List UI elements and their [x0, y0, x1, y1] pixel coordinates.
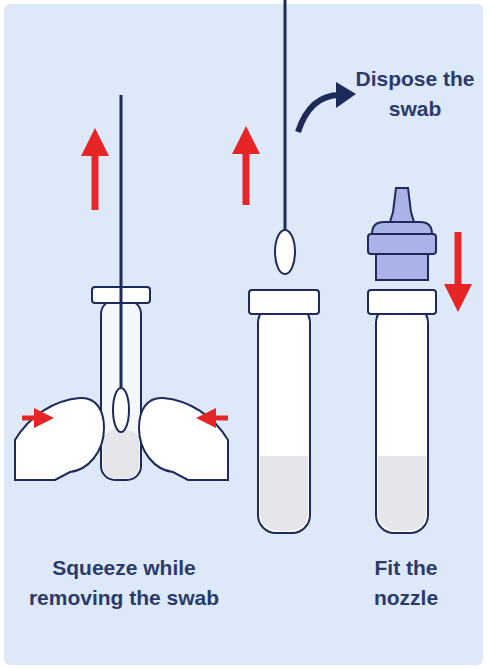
tube-nozzle [368, 188, 458, 533]
panel [4, 4, 483, 665]
tube-squeeze [15, 95, 228, 480]
squeeze-label: Squeeze while removing the swab [18, 553, 230, 613]
dispose-label: Dispose the swab [352, 64, 478, 124]
nozzle-label: Fit the nozzle [342, 553, 470, 613]
tube-dispose [246, 0, 356, 533]
